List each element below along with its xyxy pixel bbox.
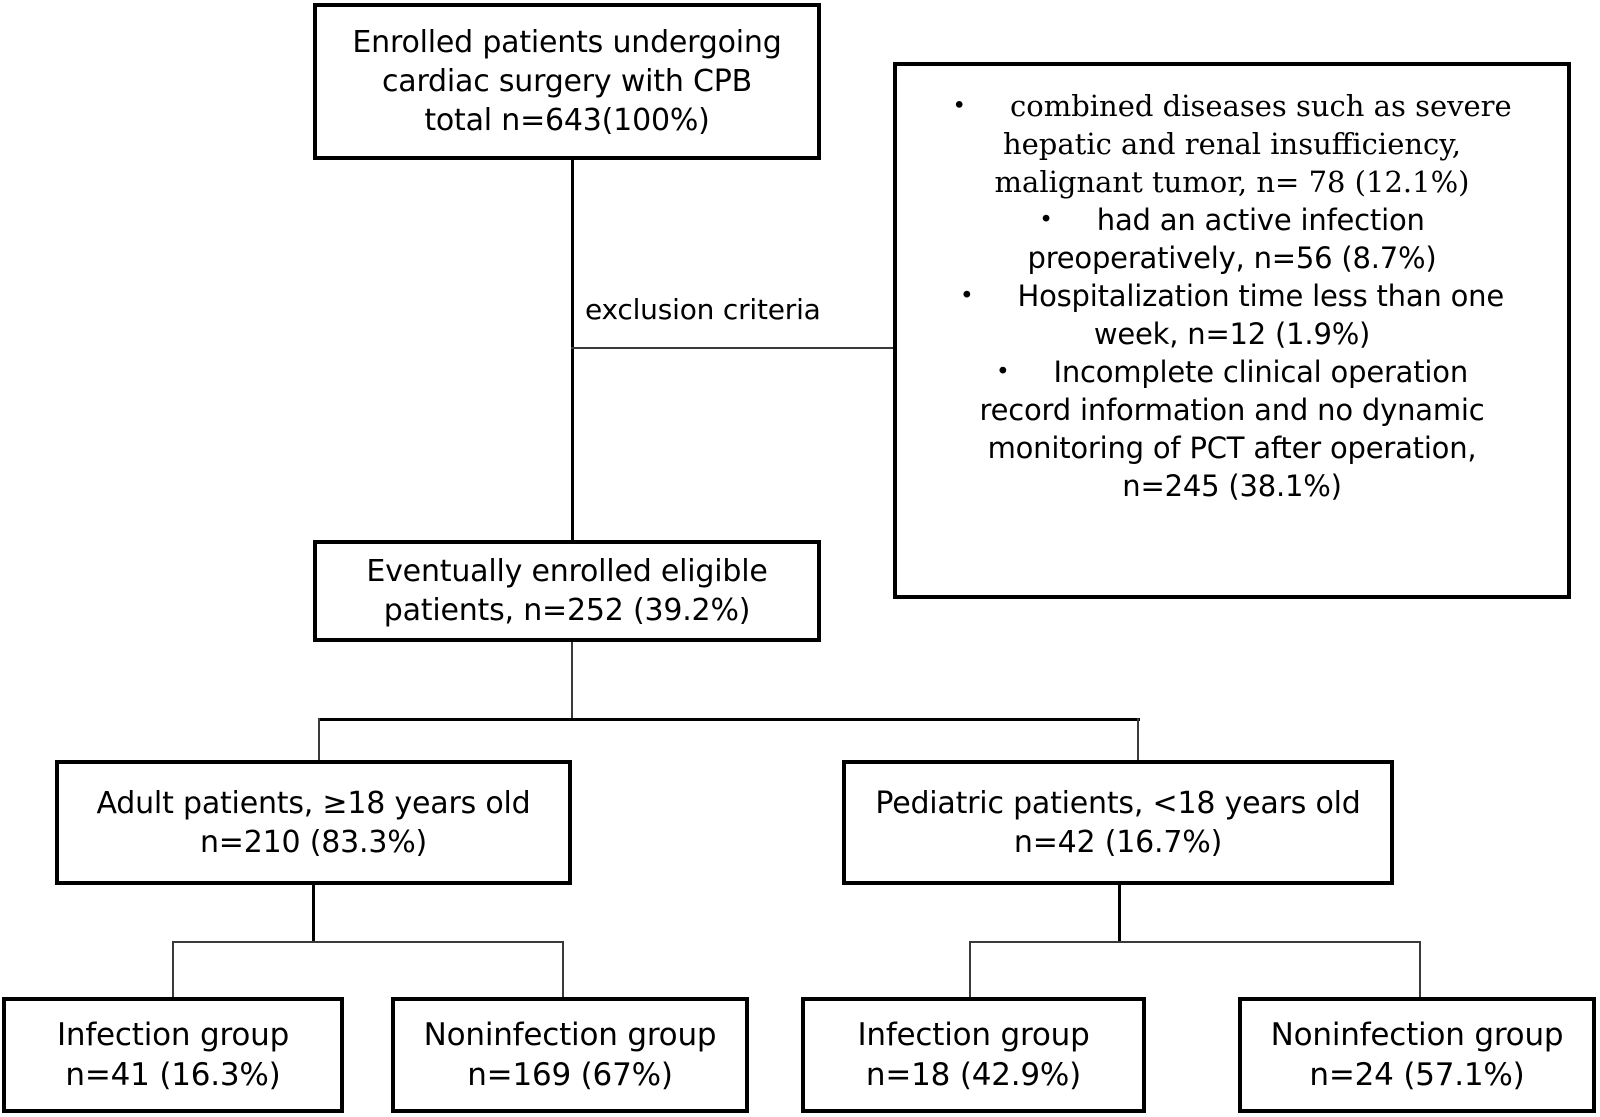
exclusion-criteria-line: Hospitalization time less than one bbox=[1017, 278, 1504, 313]
node-adult-line2: n=210 (83.3%) bbox=[199, 824, 428, 860]
exclusion-criteria-line: Incomplete clinical operation bbox=[1053, 354, 1468, 389]
connector-adult-noninfection-drop bbox=[562, 941, 564, 998]
node-enrolled-patients: Enrolled patients undergoing cardiac sur… bbox=[313, 3, 821, 160]
exclusion-criteria-line: malignant tumor, n= 78 (12.1%) bbox=[994, 164, 1470, 199]
connector-ped-infection-drop bbox=[969, 941, 971, 998]
node-pediatric-line2: n=42 (16.7%) bbox=[1013, 824, 1223, 860]
connector-ped-noninfection-drop bbox=[1419, 941, 1421, 998]
node-pediatric-infection-group: Infection group n=18 (42.9%) bbox=[801, 997, 1146, 1113]
connector-adult-drop bbox=[318, 718, 320, 762]
exclusion-criteria-line: combined diseases such as severe bbox=[1010, 89, 1512, 123]
node-ped-infection-line2: n=18 (42.9%) bbox=[865, 1057, 1082, 1093]
node-ped-infection-line1: Infection group bbox=[857, 1016, 1090, 1053]
node-pediatric-noninfection-group: Noninfection group n=24 (57.1%) bbox=[1238, 997, 1596, 1113]
node-eligible-patients: Eventually enrolled eligible patients, n… bbox=[313, 540, 821, 642]
exclusion-criteria-line: monitoring of PCT after operation, bbox=[987, 430, 1477, 465]
node-eligible-line1: Eventually enrolled eligible bbox=[366, 554, 768, 589]
node-pediatric-patients: Pediatric patients, <18 years old n=42 (… bbox=[842, 760, 1394, 885]
connector-pediatric-group-bar bbox=[969, 941, 1421, 943]
node-adult-noninfection-line1: Noninfection group bbox=[423, 1016, 717, 1053]
bullet-icon: • bbox=[995, 358, 1010, 386]
connector-exclusion-horizontal bbox=[571, 347, 895, 349]
connector-pediatric-drop bbox=[1137, 718, 1139, 762]
node-adult-infection-line2: n=41 (16.3%) bbox=[65, 1057, 281, 1093]
exclusion-criteria-line: hepatic and renal insufficiency, bbox=[1002, 126, 1462, 161]
connector-eligible-down bbox=[571, 642, 573, 720]
node-enrolled-line1: Enrolled patients undergoing bbox=[352, 25, 782, 60]
node-ped-noninfection-line2: n=24 (57.1%) bbox=[1309, 1057, 1525, 1093]
connector-enrolled-down bbox=[571, 160, 574, 540]
node-enrolled-line3: total n=643(100%) bbox=[424, 103, 710, 138]
node-adult-noninfection-line2: n=169 (67%) bbox=[467, 1057, 673, 1093]
connector-adult-down bbox=[312, 885, 315, 943]
exclusion-criteria-line: had an active infection bbox=[1096, 202, 1425, 237]
node-adult-infection-group: Infection group n=41 (16.3%) bbox=[2, 997, 344, 1113]
node-ped-noninfection-line1: Noninfection group bbox=[1270, 1016, 1564, 1053]
node-enrolled-line2: cardiac surgery with CPB bbox=[381, 64, 753, 99]
exclusion-criteria-line: week, n=12 (1.9%) bbox=[1093, 316, 1371, 351]
node-adult-line1: Adult patients, ≥18 years old bbox=[96, 785, 531, 821]
node-adult-infection-line1: Infection group bbox=[56, 1016, 290, 1053]
node-eligible-line2: patients, n=252 (39.2%) bbox=[383, 593, 751, 628]
exclusion-criteria-line: preoperatively, n=56 (8.7%) bbox=[1027, 240, 1437, 275]
bullet-icon: • bbox=[1039, 206, 1053, 234]
connector-age-split-bar bbox=[318, 718, 1140, 721]
node-adult-patients: Adult patients, ≥18 years old n=210 (83.… bbox=[55, 760, 572, 885]
connector-adult-infection-drop bbox=[172, 941, 174, 998]
exclusion-criteria-line: record information and no dynamic bbox=[979, 392, 1485, 427]
connector-pediatric-down bbox=[1118, 885, 1121, 943]
node-adult-noninfection-group: Noninfection group n=169 (67%) bbox=[391, 997, 749, 1113]
edge-label-exclusion-criteria: exclusion criteria bbox=[585, 293, 821, 326]
connector-adult-group-bar bbox=[172, 941, 564, 943]
node-pediatric-line1: Pediatric patients, <18 years old bbox=[875, 785, 1361, 821]
bullet-icon: • bbox=[960, 282, 974, 310]
exclusion-criteria-line: n=245 (38.1%) bbox=[1122, 468, 1342, 503]
bullet-icon: • bbox=[952, 92, 966, 120]
